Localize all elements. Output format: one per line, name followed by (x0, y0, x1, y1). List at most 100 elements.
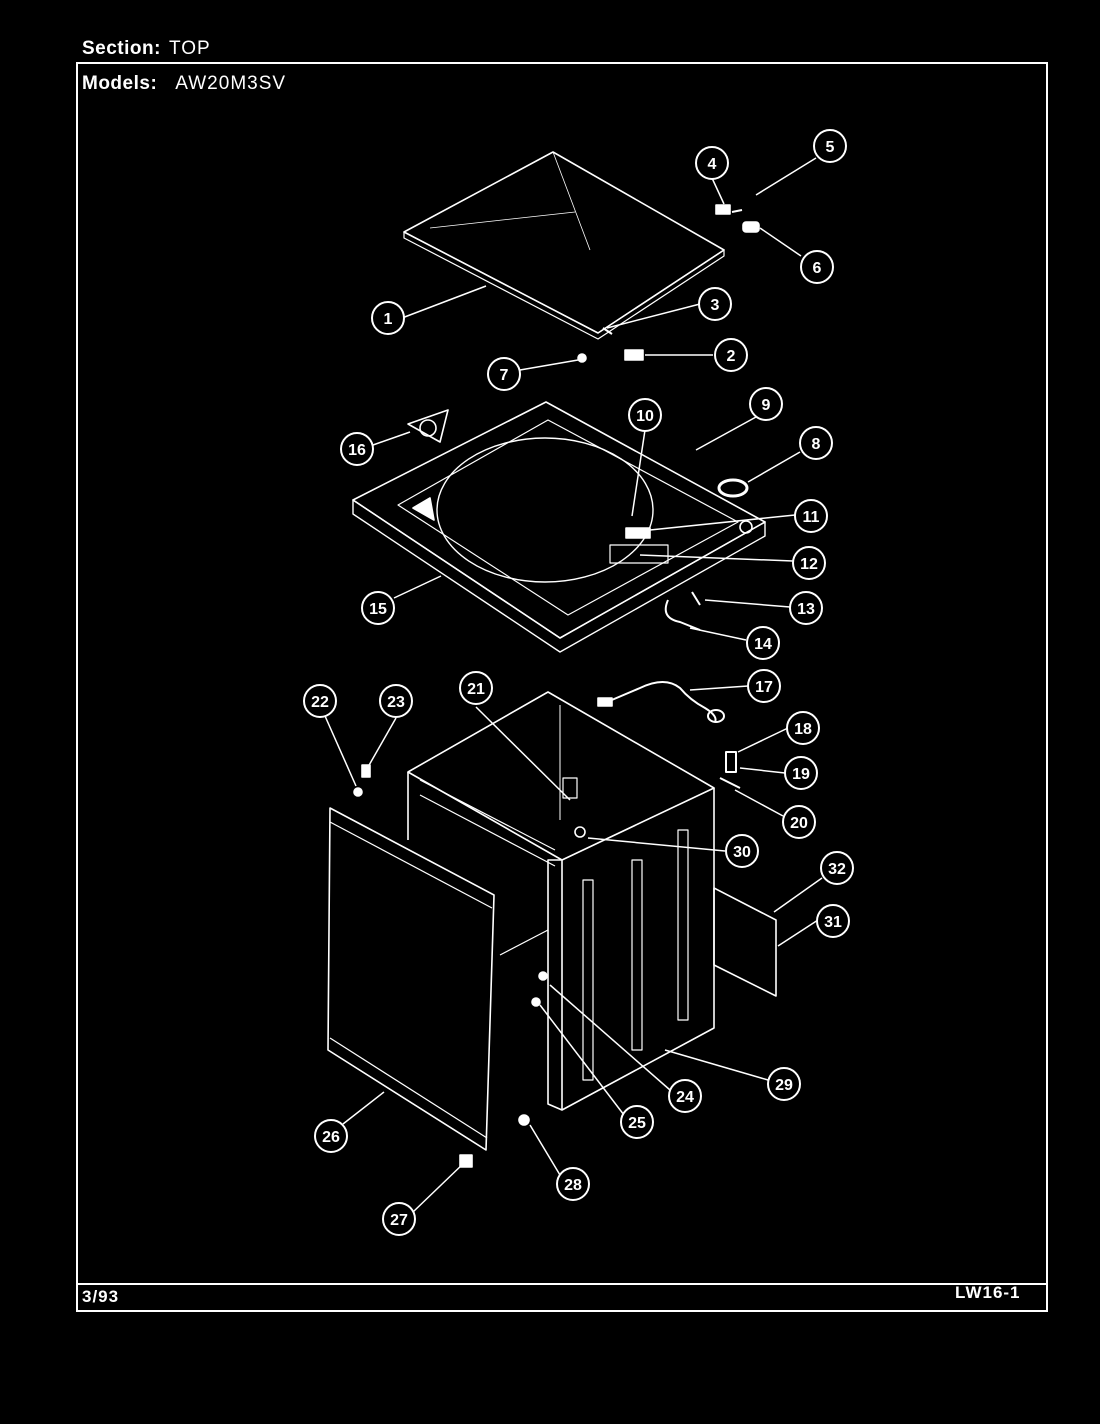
callout-circle (379, 684, 413, 718)
callout-27: 27 (382, 1202, 416, 1236)
callout-number: 22 (311, 694, 329, 711)
callout-number: 11 (803, 509, 820, 526)
callout-22: 22 (303, 684, 337, 718)
callout-number: 6 (813, 260, 822, 277)
callout-circle (784, 756, 818, 790)
callout-15: 15 (361, 591, 395, 625)
callout-circle (668, 1079, 702, 1113)
callout-11: 11 (794, 499, 828, 533)
callout-circle (747, 669, 781, 703)
callout-circle (459, 671, 493, 705)
callout-5: 5 (813, 129, 847, 163)
callout-12: 12 (792, 546, 826, 580)
models-label: Models: (82, 73, 158, 94)
callout-circle (382, 1202, 416, 1236)
section-label: Section: (82, 38, 161, 59)
callout-number: 7 (500, 367, 509, 384)
callout-17: 17 (747, 669, 781, 703)
callout-number: 10 (636, 408, 654, 425)
callout-circle (556, 1167, 590, 1201)
callout-14: 14 (746, 626, 780, 660)
callout-29: 29 (767, 1067, 801, 1101)
callout-circle (767, 1067, 801, 1101)
callout-circle (487, 357, 521, 391)
callout-number: 27 (390, 1212, 408, 1229)
callout-9: 9 (749, 387, 783, 421)
footer-code: LW16-1 (955, 1283, 1021, 1302)
callout-circle (620, 1105, 654, 1139)
callout-circle (786, 711, 820, 745)
callout-circle (794, 499, 828, 533)
callout-number: 26 (322, 1129, 340, 1146)
footer-date: 3/93 (82, 1287, 120, 1306)
callout-7: 7 (487, 357, 521, 391)
callout-number: 17 (755, 679, 773, 696)
callout-circle (792, 546, 826, 580)
callout-circle (340, 432, 374, 466)
callout-4: 4 (695, 146, 729, 180)
callout-number: 24 (676, 1089, 694, 1106)
callout-16: 16 (340, 432, 374, 466)
section-heading: Section: TOP (82, 38, 211, 60)
callout-circle (361, 591, 395, 625)
callout-circle (725, 834, 759, 868)
callout-number: 16 (348, 442, 366, 459)
callout-circle (782, 805, 816, 839)
callout-number: 2 (727, 348, 736, 365)
models-value: AW20M3SV (175, 73, 287, 94)
callout-number: 12 (800, 556, 818, 573)
callout-1: 1 (371, 301, 405, 335)
callout-circle (628, 398, 662, 432)
callout-number: 1 (384, 311, 393, 328)
callout-number: 8 (812, 436, 821, 453)
callout-circle (303, 684, 337, 718)
callout-number: 9 (762, 397, 771, 414)
callout-32: 32 (820, 851, 854, 885)
callout-2: 2 (714, 338, 748, 372)
callout-circle (371, 301, 405, 335)
callout-circle (314, 1119, 348, 1153)
callout-number: 31 (824, 914, 842, 931)
callout-circle (813, 129, 847, 163)
callout-number: 30 (733, 844, 751, 861)
callout-number: 21 (467, 681, 485, 698)
callout-circle (695, 146, 729, 180)
callout-28: 28 (556, 1167, 590, 1201)
part-hinge-pieces (577, 204, 760, 363)
callout-25: 25 (620, 1105, 654, 1139)
diagram-frame (76, 62, 1048, 1312)
callout-circle (816, 904, 850, 938)
callout-circle (799, 426, 833, 460)
callout-circle (749, 387, 783, 421)
part-side-panel (713, 887, 777, 997)
callout-number: 29 (775, 1077, 793, 1094)
callout-circle (714, 338, 748, 372)
callout-number: 15 (369, 601, 387, 618)
callout-circle (746, 626, 780, 660)
leader-lines (324, 157, 823, 1213)
footer-rule (76, 1283, 1048, 1285)
callout-number: 5 (826, 139, 835, 156)
section-value: TOP (168, 38, 211, 59)
models-heading: Models: AW20M3SV (82, 73, 286, 95)
callout-number: 3 (711, 297, 720, 314)
callout-10: 10 (628, 398, 662, 432)
callout-circle (800, 250, 834, 284)
part-top-lid (403, 151, 725, 340)
callout-23: 23 (379, 684, 413, 718)
callout-circle (820, 851, 854, 885)
callout-number: 32 (828, 861, 846, 878)
part-main-top (352, 401, 766, 653)
callout-6: 6 (800, 250, 834, 284)
callout-circle (698, 287, 732, 321)
callout-number: 4 (708, 156, 717, 173)
callout-19: 19 (784, 756, 818, 790)
callout-number: 19 (792, 766, 810, 783)
callout-8: 8 (799, 426, 833, 460)
callout-number: 28 (564, 1177, 582, 1194)
part-16-shape (407, 409, 449, 443)
callout-3: 3 (698, 287, 732, 321)
callout-circle (789, 591, 823, 625)
